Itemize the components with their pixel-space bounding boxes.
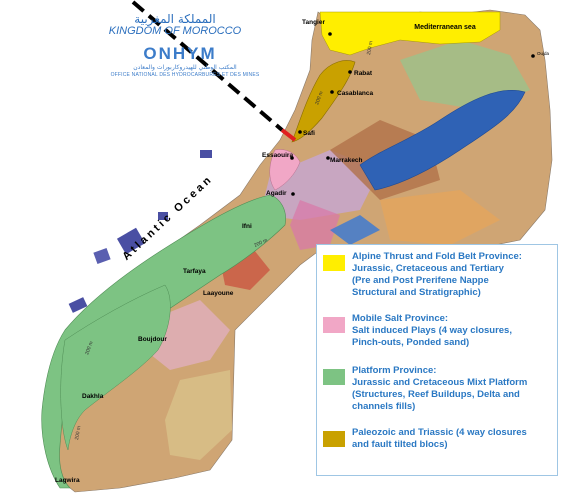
legend-swatch [323,255,345,271]
city-label-essaouira: Essaouira [262,152,293,159]
city-label-boujdour: Boujdour [138,336,167,343]
city-dot-oujda [531,54,535,58]
transect-red-segment [280,128,297,142]
onhym-logo-text: ONHYM [143,44,217,63]
city-dot-safi [298,130,302,134]
geology-patch-orange [380,190,500,245]
city-label-lagwira: Lagwira [55,477,80,484]
city-markers [290,32,535,196]
city-label-tangier: Tangier [302,19,325,26]
legend-description: Jurassic, Cretaceous and Tertiary (Pre a… [352,263,504,298]
city-label-oujda: Oujda [537,51,550,56]
legend-description: Salt induced Plays (4 way closures, Pinc… [352,325,512,348]
legend-swatch [323,317,345,333]
city-label-laayoune: Laayoune [203,290,234,297]
alpine-province-area [319,11,501,56]
atlas-blue-minor [330,215,380,245]
legend-swatch [323,431,345,447]
legend-title: Paleozoic and Triassic (4 way closures [352,427,527,438]
city-dot-casablanca [330,90,334,94]
city-dot-tangier [328,32,332,36]
city-label-ifni: Ifni [242,223,252,230]
city-label-marrakech: Marrakech [330,157,363,164]
city-dot-marrakech [326,156,330,160]
legend-description: and fault tilted blocs) [352,439,448,450]
legend-text: Paleozoic and Triassic (4 way closures a… [352,427,552,451]
city-label-dakhla: Dakhla [82,393,104,400]
city-label-agadir: Agadir [266,190,287,197]
legend-swatch [323,369,345,385]
city-label-casablanca: Casablanca [337,90,374,97]
org-subtitle: OFFICE NATIONAL DES HYDROCARBURES ET DES… [110,72,260,78]
legend-text: Alpine Thrust and Fold Belt Province: Ju… [352,251,552,299]
isobath-label: 200 m [253,237,268,248]
geology-patch-tan-south [165,370,232,460]
offshore-block-2 [93,247,111,265]
map-legend: Alpine Thrust and Fold Belt Province: Ju… [316,244,558,476]
org-name-arabic: المملكة المغربية [134,12,216,26]
legend-text: Mobile Salt Province: Salt induced Plays… [352,313,552,349]
isobath-label: 200 m [84,341,94,356]
city-label-tarfaya: Tarfaya [183,268,206,275]
kingdom-label: KINGDOM OF MOROCCO [108,25,242,37]
legend-title: Mobile Salt Province: [352,313,449,324]
org-subtitle-arabic: المكتب الوطني للهيدروكاربورات والمعادن [133,64,237,71]
dashed-transect-line [131,0,284,132]
geology-patch-magenta [290,200,340,250]
platform-offshore-band [41,194,286,489]
legend-title: Alpine Thrust and Fold Belt Province: [352,251,522,262]
city-label-rabat: Rabat [354,70,373,77]
offshore-block-3 [68,297,88,313]
offshore-block-4 [200,150,212,158]
platform-offshore-wide [60,284,171,451]
sea-label: Mediterranean sea [414,24,476,31]
isobath-label: 200 m [314,91,324,106]
legend-text: Platform Province: Jurassic and Cretaceo… [352,365,552,413]
city-label-safi: Safi [303,130,315,137]
atlas-blue-band [359,90,526,191]
legend-title: Platform Province: [352,365,437,376]
legend-description: Jurassic and Cretaceous Mixt Platform (S… [352,377,528,412]
city-dot-rabat [348,70,352,74]
offshore-block-1 [116,227,146,255]
paleozoic-offshore-band [291,60,356,143]
offshore-block-5 [158,212,168,220]
isobath-label: 200 m [366,41,374,56]
city-dot-agadir [291,192,295,196]
isobath-label: 200 m [74,426,82,441]
city-dot-essaouira [290,156,294,160]
